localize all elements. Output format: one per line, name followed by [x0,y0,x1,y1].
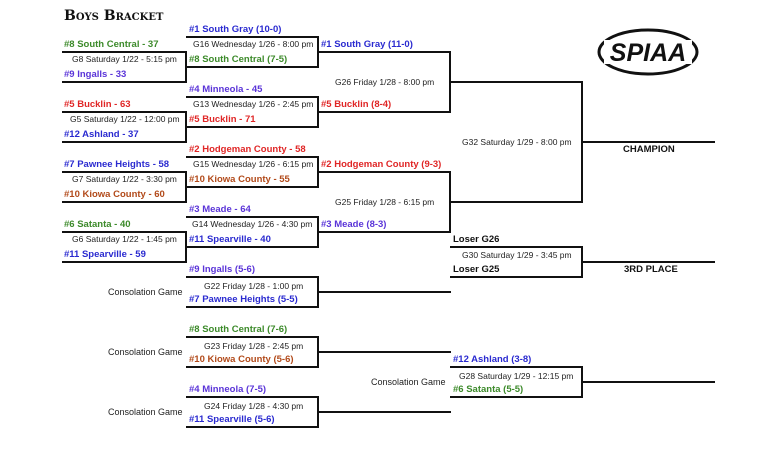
team-entry: Loser G25 [453,264,500,275]
team-entry: #7 Pawnee Heights (5-5) [189,294,298,305]
team-entry: #11 Spearville (5-6) [189,414,275,425]
consolation-label: Consolation Game [371,377,446,387]
team-entry: #5 Bucklin - 71 [189,114,256,125]
team-entry: #1 South Gray (10-0) [189,24,282,35]
bracket-line [582,381,715,383]
team-entry: #12 Ashland - 37 [64,129,139,140]
team-entry: #9 Ingalls - 33 [64,69,127,80]
game-info: G7 Saturday 1/22 - 3:30 pm [72,174,177,184]
team-entry: #1 South Gray (11-0) [321,39,413,50]
team-entry: #5 Bucklin (8-4) [321,99,392,110]
consolation-label: Consolation Game [108,287,183,297]
team-entry: #10 Kiowa County - 60 [64,189,165,200]
game-info: G30 Saturday 1/29 - 3:45 pm [462,250,572,260]
champion-label: CHAMPION [623,144,675,155]
third-place-line [582,261,715,263]
team-entry: #4 Minneola - 45 [189,84,263,95]
game-info: G5 Saturday 1/22 - 12:00 pm [70,114,180,124]
team-entry: #7 Pawnee Heights - 58 [64,159,170,170]
game-info: G24 Friday 1/28 - 4:30 pm [204,401,304,411]
team-entry: #5 Bucklin - 63 [64,99,131,110]
team-entry: #4 Minneola (7-5) [189,384,267,395]
game-info: G14 Wednesday 1/26 - 4:30 pm [192,219,313,229]
team-entry: #8 South Central (7-6) [189,324,288,335]
team-entry: #11 Spearville - 59 [64,249,146,260]
game-info: G32 Saturday 1/29 - 8:00 pm [462,137,572,147]
team-entry: #3 Meade - 64 [189,204,251,215]
game-info: G25 Friday 1/28 - 6:15 pm [335,197,435,207]
game-info: G28 Saturday 1/29 - 12:15 pm [459,371,574,381]
consolation-label: Consolation Game [108,347,183,357]
svg-text:SPIAA: SPIAA [610,39,686,67]
team-entry: #2 Hodgeman County - 58 [189,144,306,155]
team-entry: #10 Kiowa County (5-6) [189,354,294,365]
game-info: G8 Saturday 1/22 - 5:15 pm [72,54,177,64]
bracket-line [318,411,451,413]
game-info: G26 Friday 1/28 - 8:00 pm [335,77,435,87]
team-entry: #11 Spearville - 40 [189,234,271,245]
champion-line [582,141,715,143]
bracket-line [318,291,451,293]
third-place-label: 3RD PLACE [624,264,678,275]
game-info: G13 Wednesday 1/26 - 2:45 pm [193,99,314,109]
game-info: G22 Friday 1/28 - 1:00 pm [204,281,304,291]
team-entry: #6 Satanta (5-5) [453,384,524,395]
team-entry: #12 Ashland (3-8) [453,354,532,365]
consolation-label: Consolation Game [108,407,183,417]
team-entry: #8 South Central (7-5) [189,54,288,65]
bracket-line [318,351,451,353]
game-info: G23 Friday 1/28 - 2:45 pm [204,341,304,351]
team-entry: #6 Satanta - 40 [64,219,131,230]
team-entry: Loser G26 [453,234,500,245]
team-entry: #3 Meade (8-3) [321,219,387,230]
game-info: G6 Saturday 1/22 - 1:45 pm [72,234,177,244]
team-entry: #8 South Central - 37 [64,39,159,50]
game-info: G16 Wednesday 1/26 - 8:00 pm [193,39,314,49]
team-entry: #9 Ingalls (5-6) [189,264,255,275]
team-entry: #10 Kiowa County - 55 [189,174,290,185]
game-info: G15 Wednesday 1/26 - 6:15 pm [193,159,314,169]
page-title: Boys Bracket [64,8,164,24]
team-entry: #2 Hodgeman County (9-3) [321,159,442,170]
spiaa-logo: SPIAA [597,28,699,76]
